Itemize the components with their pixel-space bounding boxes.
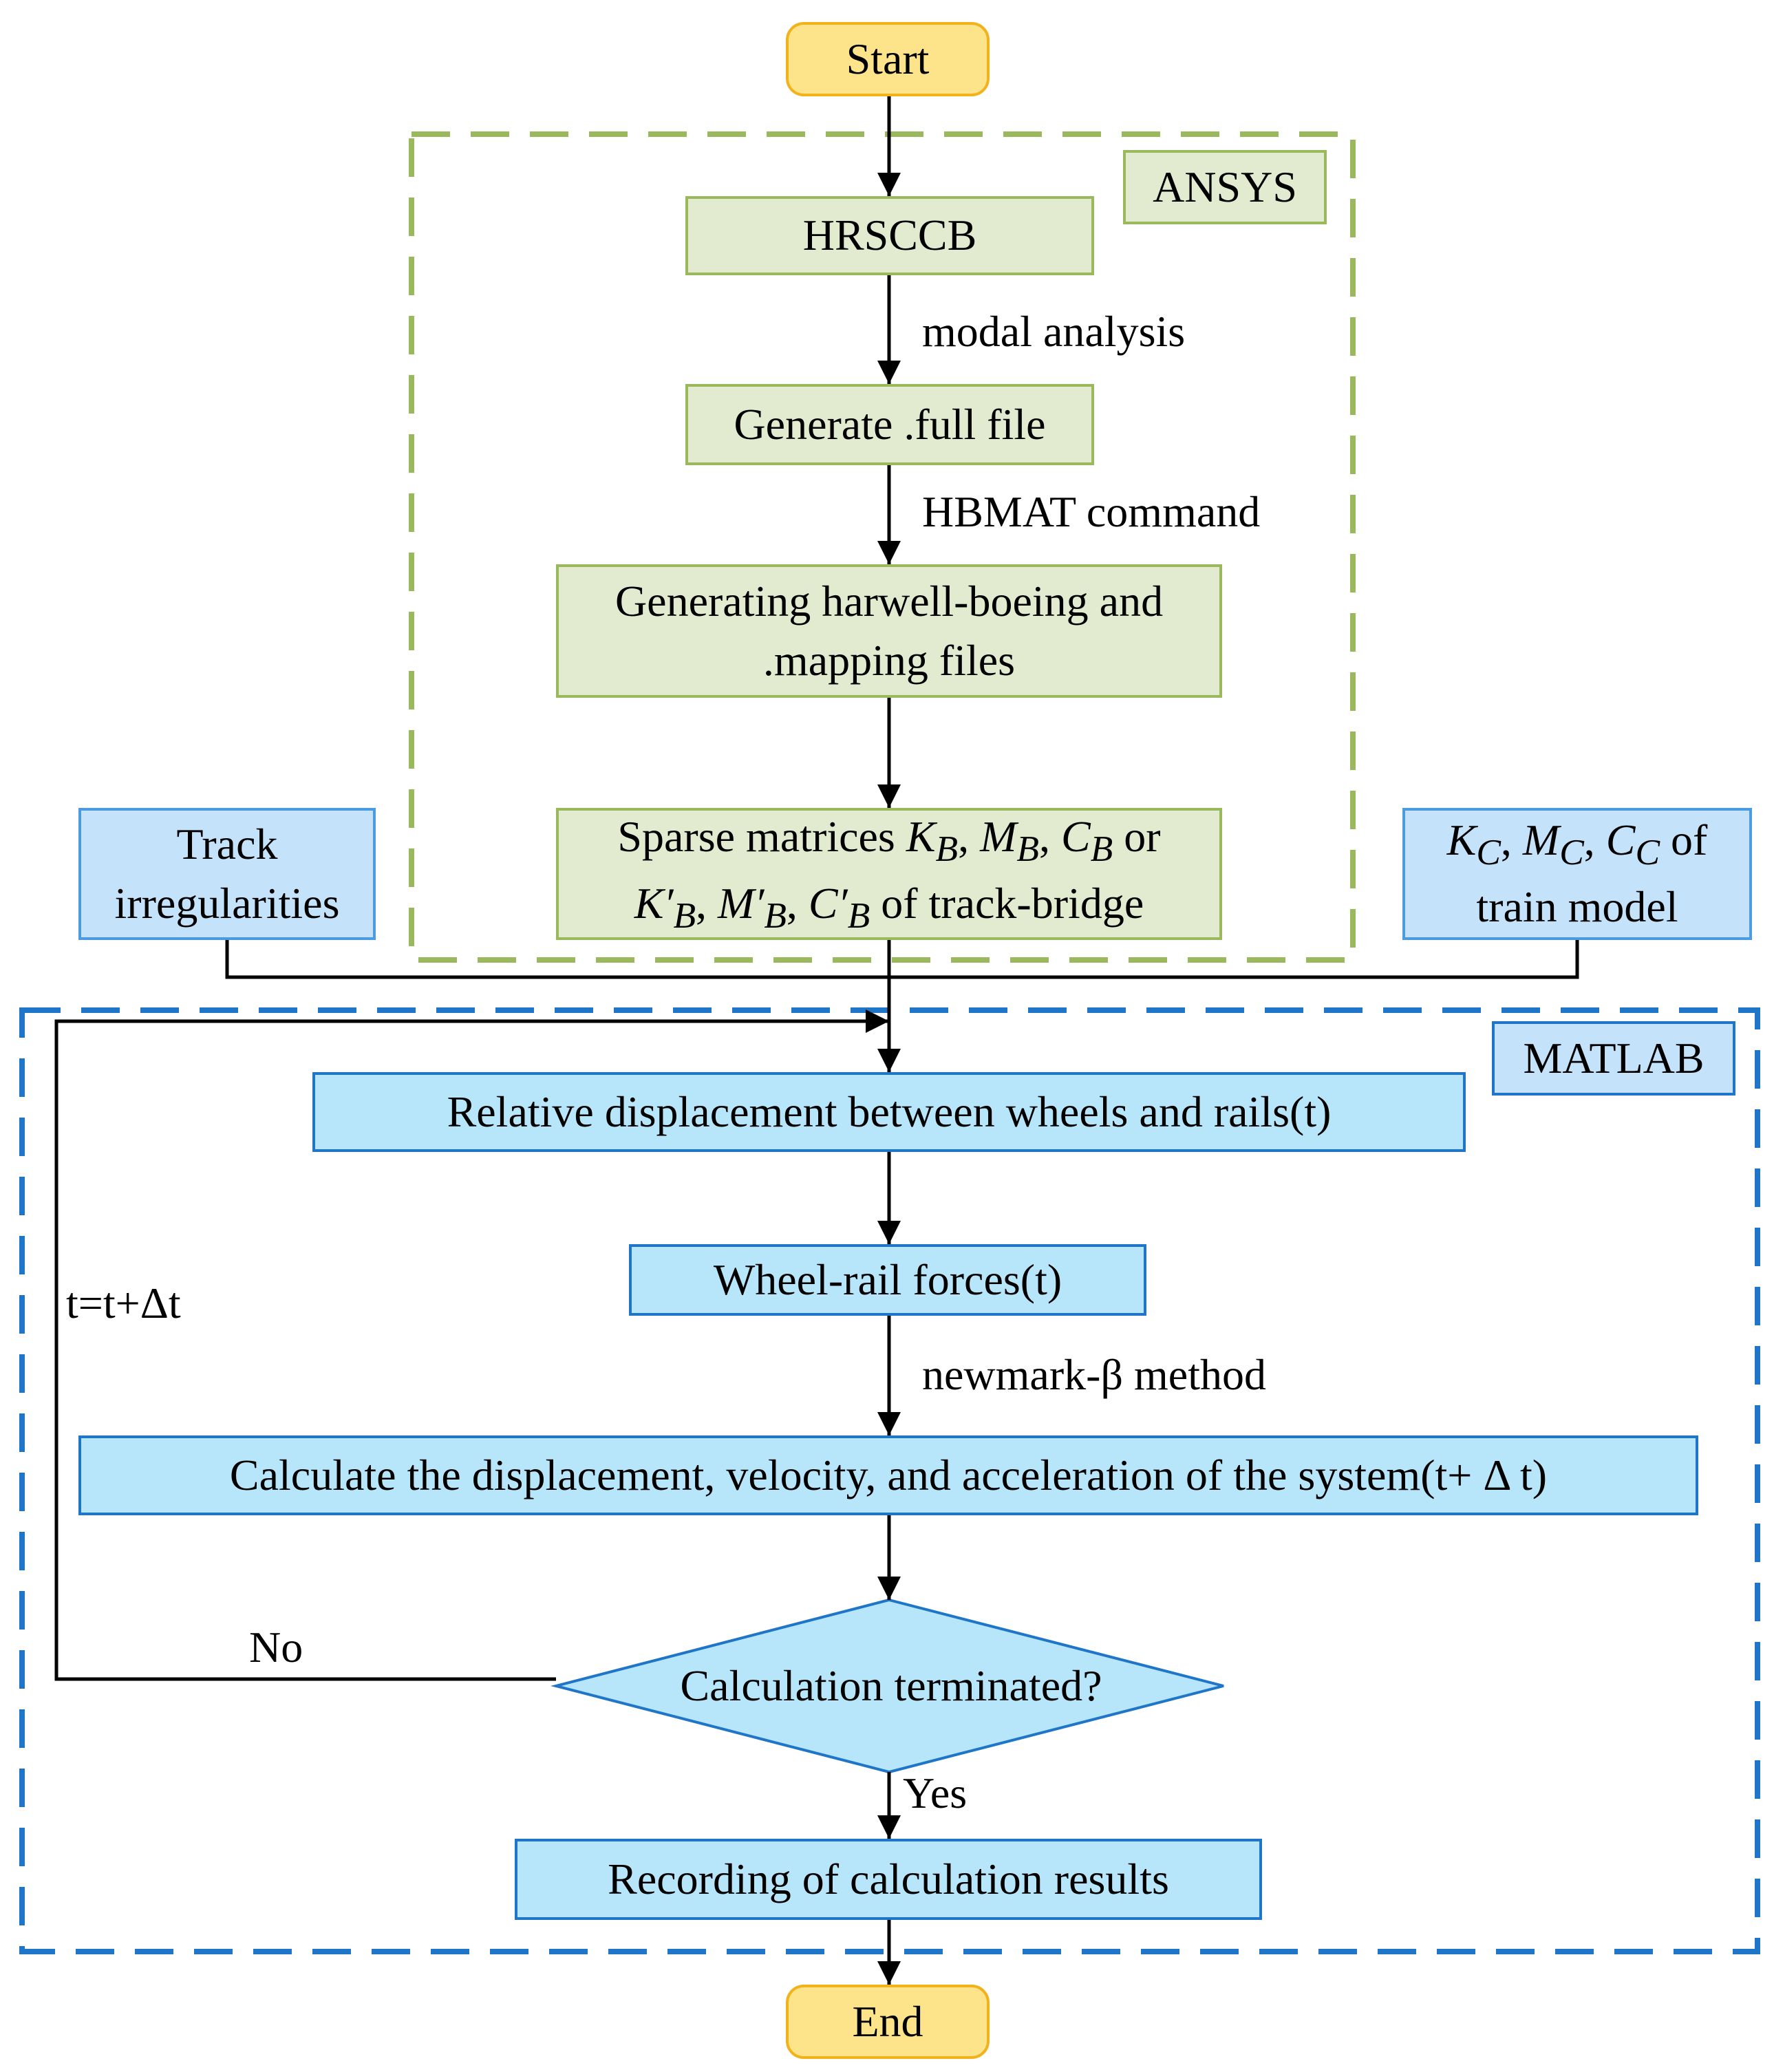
kb-subscript: B	[935, 828, 959, 870]
harwell-node: Generating harwell-boeing and .mapping f…	[556, 564, 1222, 698]
edge-loop-back	[54, 1010, 889, 1681]
matlab-group-frame	[19, 1007, 1760, 1954]
train-model-node: KC, MC, CC of train model	[1402, 808, 1752, 940]
start-node: Start	[786, 22, 990, 96]
ansys-tag: ANSYS	[1123, 150, 1327, 224]
train-label-line2: train model	[1476, 882, 1678, 932]
kb-symbol: K	[906, 812, 936, 862]
wheel-rail-forces-node: Wheel-rail forces(t)	[629, 1244, 1146, 1316]
edge-track-merge	[225, 940, 889, 979]
generate-full-label: Generate .full file	[734, 399, 1046, 449]
mb-subscript: B	[1016, 828, 1039, 870]
modal-analysis-label: modal analysis	[922, 307, 1186, 356]
start-label: Start	[846, 34, 930, 83]
sep: ,	[1500, 815, 1523, 865]
hbmat-command-label: HBMAT command	[922, 487, 1261, 536]
sep: ,	[1038, 812, 1061, 862]
hrsccb-node: HRSCCB	[685, 196, 1094, 275]
mpb-subscript: B	[764, 894, 787, 936]
loop-time-step-label: t=t+Δt	[66, 1279, 181, 1327]
harwell-label-line1: Generating harwell-boeing and	[615, 576, 1164, 626]
sparse-label-line1: Sparse matrices KB, MB, CB or	[617, 807, 1160, 874]
train-suffix: of	[1660, 815, 1708, 865]
mc-symbol: M	[1522, 815, 1560, 865]
matlab-tag: MATLAB	[1492, 1021, 1735, 1096]
matlab-tag-label: MATLAB	[1523, 1033, 1704, 1082]
generate-full-node: Generate .full file	[685, 384, 1094, 465]
end-label: End	[852, 1996, 923, 2046]
cpb-symbol: C′	[808, 879, 848, 928]
cc-subscript: C	[1635, 831, 1660, 873]
kpb-subscript: B	[673, 894, 696, 936]
mc-subscript: C	[1559, 831, 1584, 873]
sep: ,	[1583, 815, 1606, 865]
newmark-method-label: newmark-β method	[922, 1350, 1266, 1399]
relative-displacement-node: Relative displacement between wheels and…	[312, 1072, 1466, 1152]
calculate-node: Calculate the displacement, velocity, an…	[78, 1435, 1698, 1515]
kpb-symbol: K′	[634, 879, 674, 928]
track-label-line2: irregularities	[114, 879, 340, 928]
sparse-prefix: Sparse matrices	[617, 812, 906, 862]
recording-label: Recording of calculation results	[608, 1854, 1169, 1903]
sep: ,	[696, 879, 718, 928]
kc-symbol: K	[1446, 815, 1477, 865]
end-node: End	[786, 1985, 990, 2059]
recording-node: Recording of calculation results	[515, 1839, 1262, 1920]
sparse-label-line2: K′B, M′B, C′B of track-bridge	[617, 874, 1160, 941]
track-label-line1: Track	[176, 819, 278, 868]
no-branch-label: No	[249, 1623, 303, 1672]
harwell-label-line2: .mapping files	[762, 636, 1016, 685]
calculate-label: Calculate the displacement, velocity, an…	[229, 1450, 1548, 1499]
edge-train-merge	[889, 940, 1579, 979]
relative-displacement-label: Relative displacement between wheels and…	[447, 1087, 1332, 1136]
decision-label: Calculation terminated?	[680, 1661, 1102, 1710]
ansys-tag-label: ANSYS	[1153, 162, 1297, 211]
wheel-rail-forces-label: Wheel-rail forces(t)	[713, 1254, 1062, 1304]
kc-subscript: C	[1476, 831, 1501, 873]
train-label-line1: KC, MC, CC of	[1447, 811, 1708, 877]
cpb-subscript: B	[847, 894, 870, 936]
cb-symbol: C	[1060, 812, 1091, 862]
mpb-symbol: M′	[718, 879, 765, 928]
track-irregularities-node: Track irregularities	[78, 808, 376, 940]
sep: ,	[958, 812, 981, 862]
sparse-suffix2: of track-bridge	[870, 879, 1144, 928]
hrsccb-label: HRSCCB	[802, 211, 977, 260]
cb-subscript: B	[1090, 828, 1113, 870]
yes-branch-label: Yes	[903, 1769, 968, 1817]
sep: ,	[786, 879, 809, 928]
sparse-suffix: or	[1113, 812, 1161, 862]
cc-symbol: C	[1605, 815, 1636, 865]
mb-symbol: M	[980, 812, 1017, 862]
sparse-matrices-node: Sparse matrices KB, MB, CB or K′B, M′B, …	[556, 808, 1222, 940]
